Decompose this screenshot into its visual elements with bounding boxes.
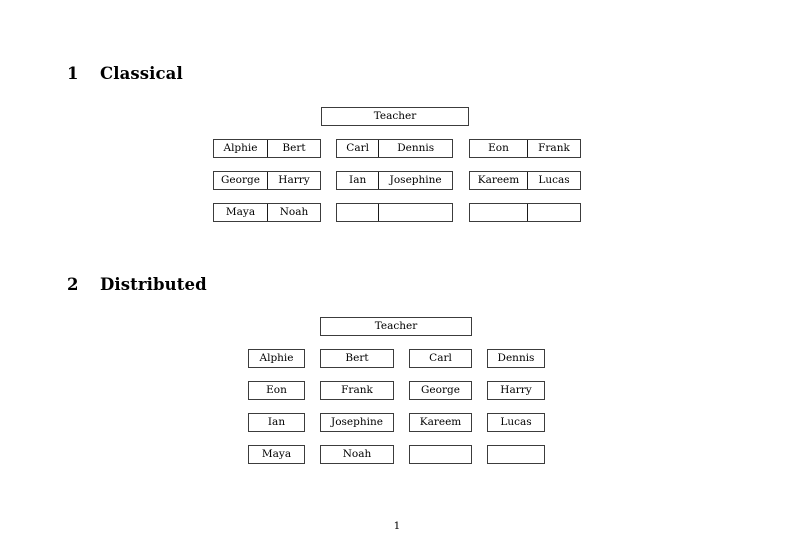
student-box: Lucas <box>487 413 545 432</box>
empty-box <box>409 445 472 464</box>
student-box: Frank <box>320 381 394 400</box>
student-box: Bert <box>320 349 394 368</box>
student-box: Harry <box>487 381 545 400</box>
student-box: Kareem <box>409 413 472 432</box>
empty-cell <box>526 204 580 221</box>
student-cell: George <box>221 174 260 187</box>
empty-cell <box>337 204 378 221</box>
student-group-row: Carl Dennis <box>336 139 453 158</box>
student-cell: Eon <box>488 142 509 155</box>
student-box: Alphie <box>248 349 305 368</box>
teacher-box: Teacher <box>321 107 469 126</box>
student-cell: Carl <box>346 142 369 155</box>
student-cell: Josephine <box>378 172 452 189</box>
section-title: Classical <box>100 64 183 83</box>
student-group-row: Maya Noah <box>213 203 321 222</box>
student-box: Noah <box>320 445 394 464</box>
student-cell: Lucas <box>526 172 580 189</box>
empty-cell <box>470 204 527 221</box>
empty-cell <box>378 204 452 221</box>
page-number: 1 <box>393 520 401 532</box>
student-group-row: Kareem Lucas <box>469 171 581 190</box>
empty-box <box>487 445 545 464</box>
student-cell: Noah <box>266 204 320 221</box>
section-heading-distributed: 2 Distributed <box>67 275 207 294</box>
student-group-row <box>469 203 581 222</box>
student-box: Ian <box>248 413 305 432</box>
student-cell: Frank <box>526 140 580 157</box>
student-cell: Kareem <box>477 174 520 187</box>
student-group-row: Eon Frank <box>469 139 581 158</box>
student-box: Maya <box>248 445 305 464</box>
student-box: Dennis <box>487 349 545 368</box>
section-heading-classical: 1 Classical <box>67 64 183 83</box>
student-cell: Alphie <box>223 142 258 155</box>
student-group-row <box>336 203 453 222</box>
section-number: 1 <box>67 64 79 83</box>
student-box: George <box>409 381 472 400</box>
student-cell: Harry <box>266 172 320 189</box>
student-cell: Bert <box>266 140 320 157</box>
student-group-row: Ian Josephine <box>336 171 453 190</box>
student-group-row: Alphie Bert <box>213 139 321 158</box>
student-box: Josephine <box>320 413 394 432</box>
student-cell: Maya <box>225 206 256 219</box>
student-cell: Dennis <box>378 140 452 157</box>
student-group-row: George Harry <box>213 171 321 190</box>
student-box: Carl <box>409 349 472 368</box>
section-number: 2 <box>67 275 79 294</box>
student-box: Eon <box>248 381 305 400</box>
student-cell: Ian <box>349 174 367 187</box>
teacher-box: Teacher <box>320 317 472 336</box>
section-title: Distributed <box>100 275 207 294</box>
